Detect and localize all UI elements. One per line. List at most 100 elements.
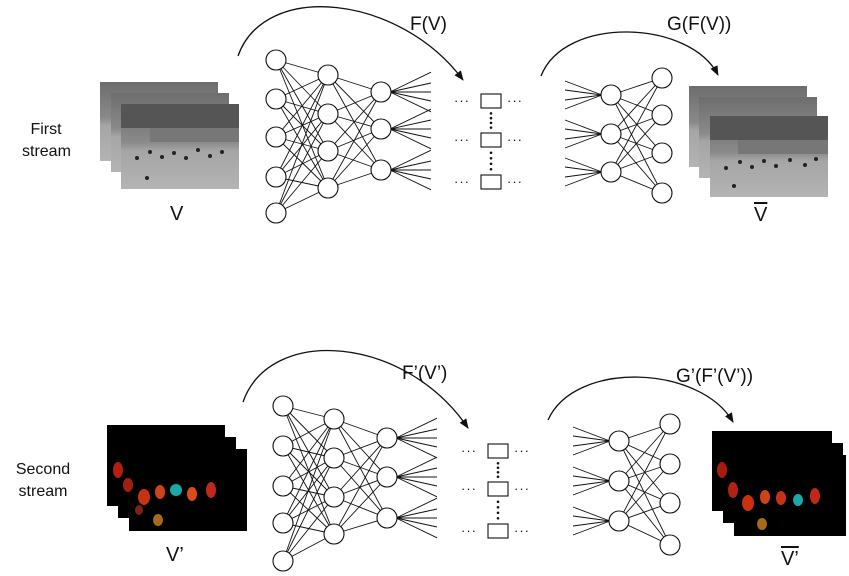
neuron-node <box>272 512 294 534</box>
neuron-node <box>608 510 630 532</box>
fan-in-line <box>572 506 611 522</box>
neuron-node <box>317 64 339 86</box>
decoder-arrow-first <box>540 31 719 77</box>
encoder-label-second: F’(V’) <box>402 363 448 384</box>
fan-in-line <box>564 128 603 135</box>
edge <box>327 91 382 189</box>
neuron-node <box>370 81 392 103</box>
neuron-node <box>272 550 294 572</box>
output-label-first: V <box>754 204 768 226</box>
stream-label-second: Second stream <box>8 459 78 503</box>
edge <box>333 437 388 498</box>
fan-in-line <box>572 440 611 447</box>
continuation-dot <box>489 116 493 120</box>
continuation-dot <box>489 167 493 171</box>
fan-out-line <box>389 169 432 180</box>
continuation-dot <box>489 151 493 155</box>
code-unit-box <box>480 93 502 109</box>
fan-out-line <box>389 91 432 102</box>
neuron-node <box>659 492 681 514</box>
code-unit-box <box>487 443 509 459</box>
fan-out-line <box>395 476 438 487</box>
fan-out-line <box>395 508 438 519</box>
neuron-node <box>376 466 398 488</box>
continuation-dot <box>496 516 500 520</box>
fan-in-line <box>564 94 603 101</box>
ellipsis-right: ··· <box>507 174 523 189</box>
neuron-node <box>317 140 339 162</box>
continuation-dot <box>489 162 493 166</box>
edge <box>282 418 335 487</box>
edge <box>282 496 335 562</box>
input-label-first: V <box>170 203 184 225</box>
neuron-node <box>651 67 673 89</box>
fan-in-line <box>572 480 611 496</box>
edge <box>275 74 329 138</box>
fan-out-line <box>389 128 432 150</box>
neuron-node <box>376 427 398 449</box>
connections <box>275 59 663 214</box>
neuron-node <box>323 523 345 545</box>
edge <box>610 114 663 173</box>
decoder-label-second: G’(F’(V’)) <box>676 366 754 387</box>
fan-in-line <box>572 515 611 522</box>
neuron-node <box>608 430 630 452</box>
fan-in-line <box>572 520 611 527</box>
edge <box>327 74 382 130</box>
neuron-node <box>272 395 294 417</box>
input-frames-first <box>100 82 239 189</box>
neuron-node <box>265 166 287 188</box>
fan-out-line <box>395 517 438 528</box>
ellipsis-left: ··· <box>461 523 477 538</box>
continuation-dot <box>489 112 493 115</box>
fan-out-line <box>389 82 432 93</box>
edge <box>275 113 329 214</box>
output-frames-first <box>689 86 828 197</box>
edge <box>618 423 671 482</box>
neuron-node <box>370 118 392 140</box>
code-unit-box <box>480 132 502 148</box>
neuron-node <box>651 104 673 126</box>
fan-out-line <box>389 91 432 113</box>
ellipsis-left: ··· <box>461 443 477 458</box>
fan-in-line <box>564 157 603 173</box>
ellipsis-right: ··· <box>514 481 530 496</box>
ellipsis-right: ··· <box>514 443 530 458</box>
input-frames-second <box>107 425 247 531</box>
fan-out-line <box>389 160 432 171</box>
neuron-node <box>370 159 392 181</box>
edge <box>275 150 329 214</box>
fan-in-line <box>564 133 603 149</box>
neuron-node <box>323 486 345 508</box>
continuation-dot <box>489 126 493 129</box>
fan-in-line <box>572 440 611 456</box>
neuron-node <box>317 177 339 199</box>
neuron-node <box>651 142 673 164</box>
stream-label-line1: First <box>30 121 62 138</box>
neuron-node <box>272 475 294 497</box>
neuron-node <box>600 84 622 106</box>
continuation-dot <box>496 475 500 479</box>
code-unit-box <box>480 174 502 190</box>
fan-in-line <box>564 171 603 187</box>
stream-label-line1: Second <box>15 461 71 478</box>
continuation-dot <box>496 461 500 465</box>
fan-out-line <box>395 437 438 459</box>
continuation-dot <box>496 466 500 470</box>
input-label-second: V’ <box>166 544 184 566</box>
ellipsis-left: ··· <box>461 481 477 496</box>
edge <box>275 98 329 152</box>
neuron-node <box>265 88 287 110</box>
neuron-node <box>265 49 287 71</box>
output-frames-second <box>712 431 846 536</box>
continuation-dot <box>496 511 500 515</box>
edge <box>610 77 663 173</box>
stream-label-first: First stream <box>22 119 71 163</box>
nodes: ·················· <box>265 49 673 224</box>
ellipsis-left: ··· <box>454 132 470 147</box>
stream-label-line2: stream <box>22 143 71 160</box>
code-unit-box <box>487 481 509 497</box>
fan-out-line <box>395 497 438 519</box>
fan-out-line <box>389 71 432 93</box>
nodes: ·················· <box>272 395 681 572</box>
